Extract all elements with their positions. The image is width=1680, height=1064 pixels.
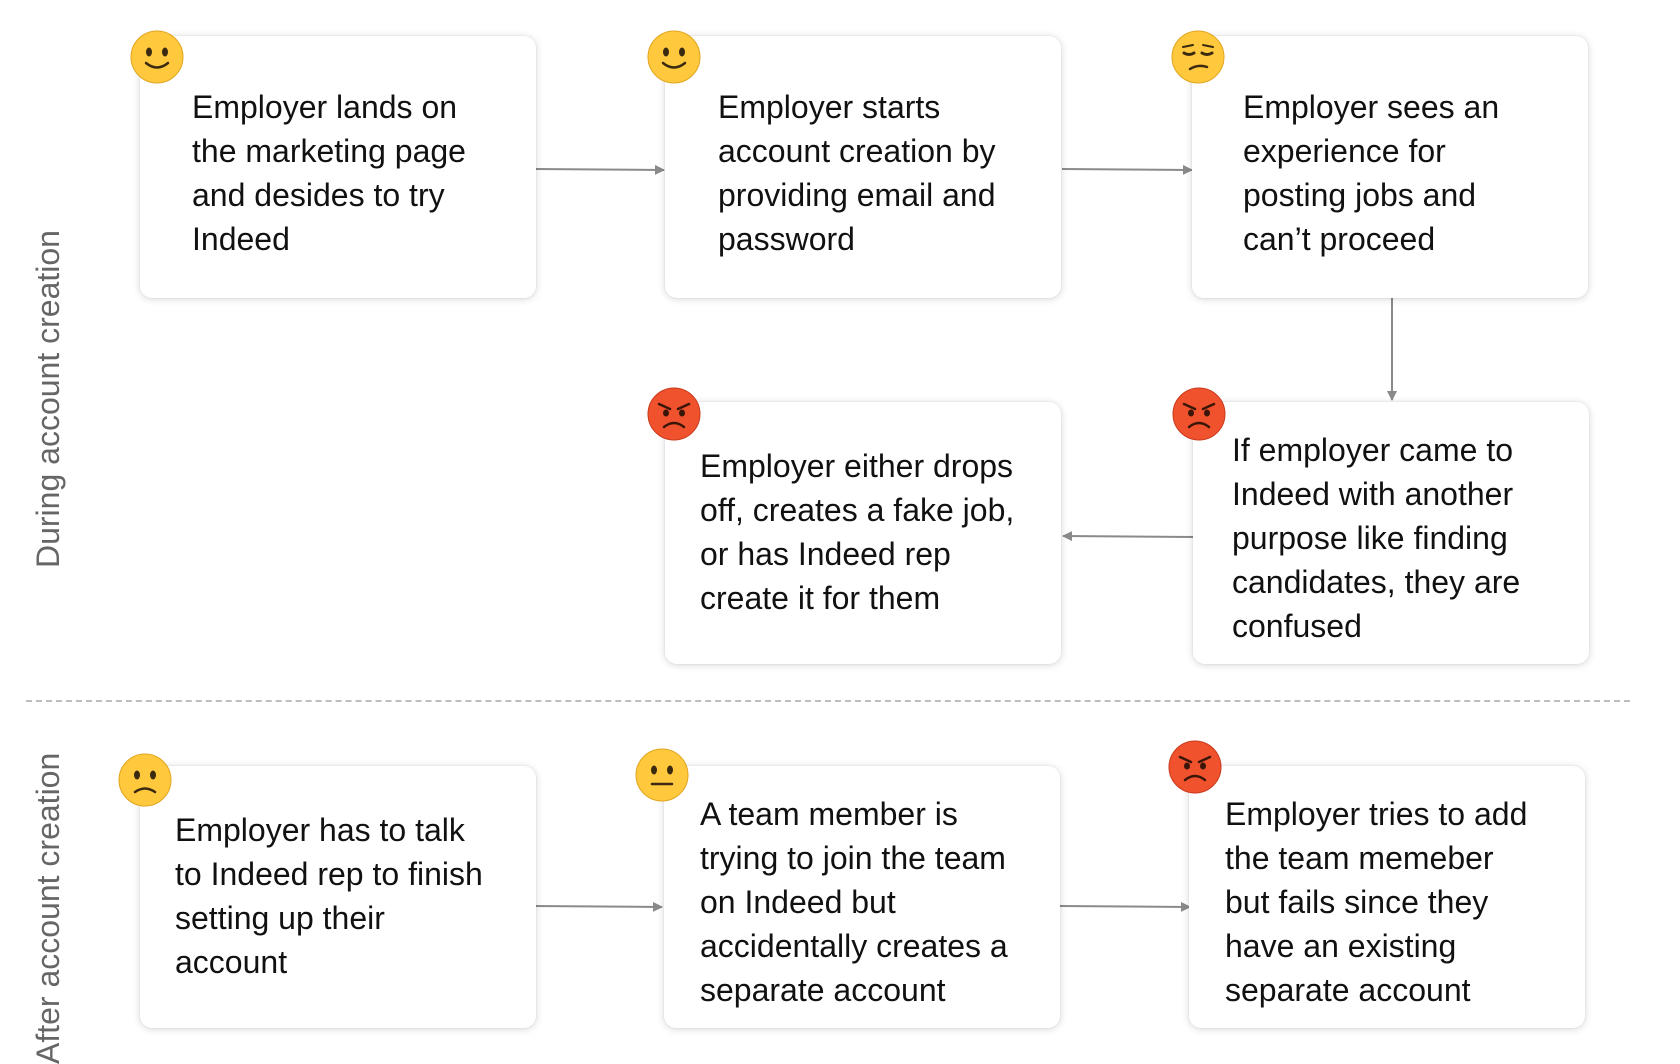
step-card-7: [664, 766, 1060, 1028]
step-text-5: Employer either drops off, creates a fak…: [700, 448, 1015, 616]
angry-face-icon: [647, 387, 701, 441]
step-card-2: [665, 36, 1061, 298]
step-card-3: [1192, 36, 1588, 298]
step-text-3: Employer sees an experience for posting …: [1243, 89, 1500, 257]
angry-face-icon: [1172, 387, 1226, 441]
neutral-face-icon: [635, 748, 689, 802]
unamused-face-icon: [1171, 30, 1225, 84]
step-text-4: If employer came to Indeed with another …: [1232, 432, 1521, 644]
step-text-1: Employer lands on the marketing page and…: [192, 89, 466, 257]
step-text-6: Employer has to talk to Indeed rep to fi…: [175, 812, 483, 980]
step-text-2: Employer starts account creation by prov…: [718, 89, 996, 257]
slightly-frowning-face-icon: [118, 753, 172, 807]
arrow-step7-to-step8: [1059, 901, 1191, 912]
arrow-step6-to-step7: [531, 901, 663, 912]
step-card-5: [665, 402, 1061, 664]
angry-face-icon: [1168, 740, 1222, 794]
arrow-step2-to-step3: [1061, 164, 1193, 175]
step-card-4: [1193, 402, 1589, 664]
step-card-8: [1189, 766, 1585, 1028]
slightly-smiling-face-icon: [130, 30, 184, 84]
step-card-6: [140, 766, 536, 1028]
arrow-step4-to-step5: [1062, 531, 1195, 542]
section-divider: [26, 700, 1630, 702]
step-text-8: Employer tries to add the team memeber b…: [1225, 796, 1528, 1008]
arrow-step1-to-step2: [533, 164, 665, 175]
slightly-smiling-face-icon: [647, 30, 701, 84]
step-card-1: [140, 36, 536, 298]
step-text-7: A team member is trying to join the team…: [700, 796, 1008, 1008]
